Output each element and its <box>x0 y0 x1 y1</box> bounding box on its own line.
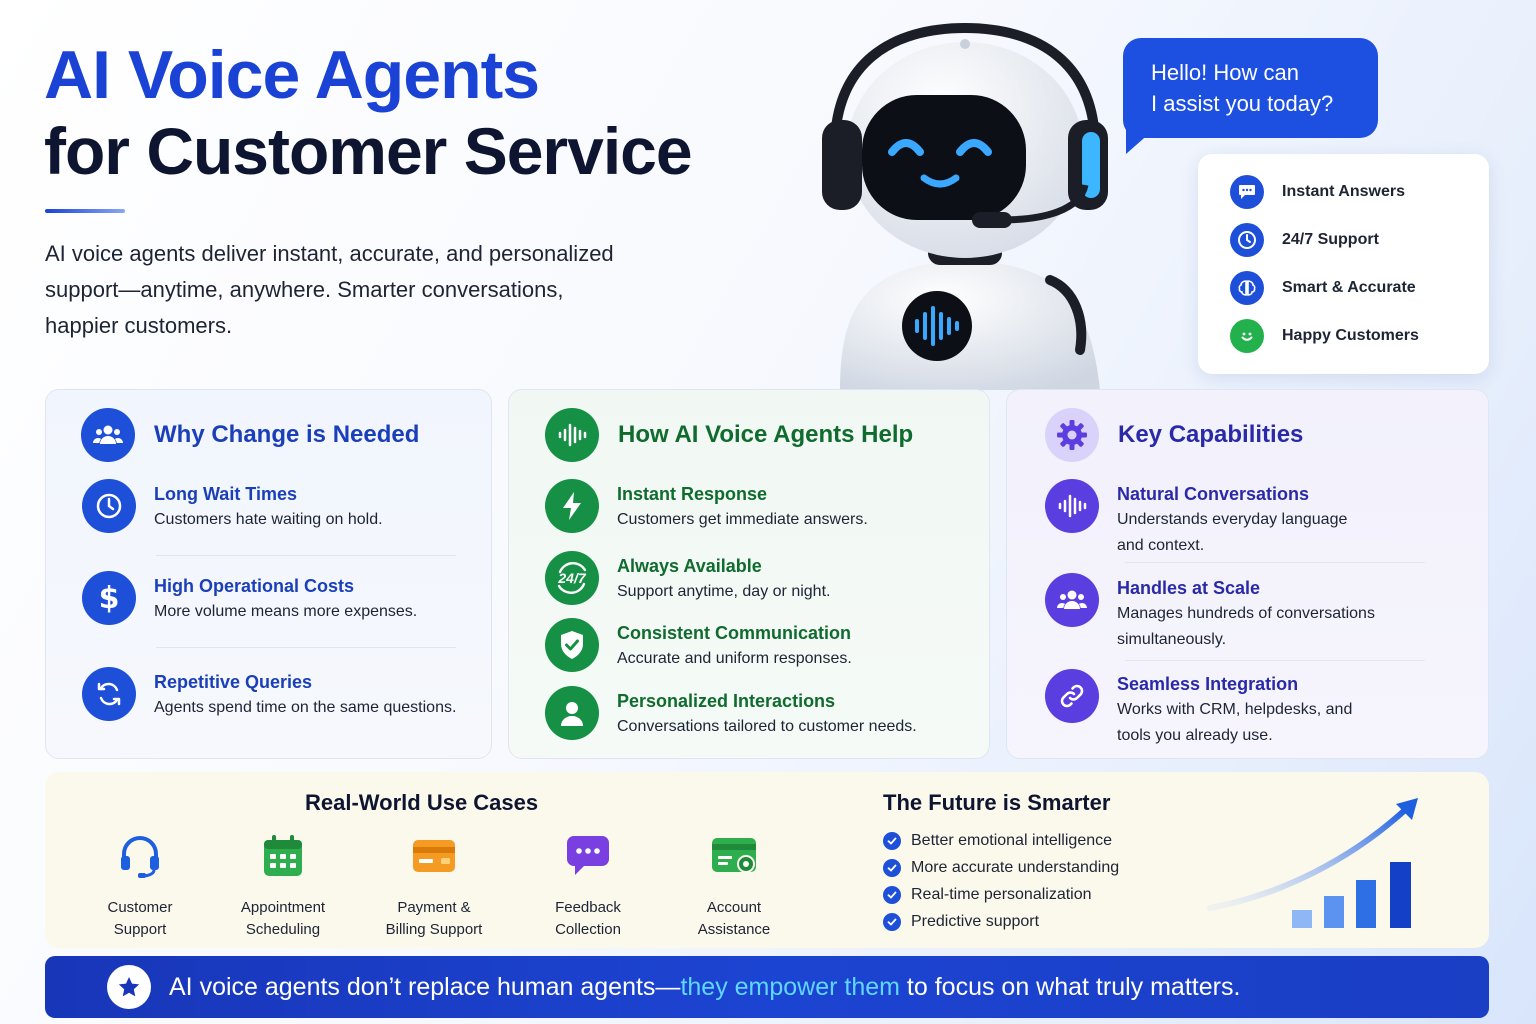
check-icon <box>883 859 901 877</box>
star-icon <box>107 965 151 1009</box>
caps-item-integration: Seamless Integration Works with CRM, hel… <box>1045 669 1352 749</box>
how-item-consistent: Consistent Communication Accurate and un… <box>545 618 852 672</box>
card-how-title: How AI Voice Agents Help <box>618 421 914 448</box>
use-case-account: Account Assistance <box>659 832 809 941</box>
headset-icon <box>121 836 159 878</box>
page-title-line1: AI Voice Agents <box>44 37 540 113</box>
feature-happy-customers: Happy Customers <box>1230 319 1419 353</box>
future-item: Real-time personalization <box>883 886 1092 904</box>
divider <box>156 555 456 556</box>
dollar-icon: $ <box>82 571 136 625</box>
caps-item-natural: Natural Conversations Understands everyd… <box>1045 479 1347 559</box>
feature-instant-answers: Instant Answers <box>1230 175 1405 209</box>
how-item-instant: Instant Response Customers get immediate… <box>545 479 868 533</box>
lightning-icon <box>545 479 599 533</box>
chat-dots-icon <box>567 836 609 875</box>
caps-item-scale: Handles at Scale Manages hundreds of con… <box>1045 573 1375 653</box>
features-card: Instant Answers 24/7 Support Smart & Acc… <box>1198 154 1489 374</box>
account-card-icon <box>712 838 756 873</box>
card-key-capabilities: Key Capabilities Natural Conversations U… <box>1006 389 1489 759</box>
use-case-appointment: Appointment Scheduling <box>208 832 358 941</box>
why-item-repetitive: Repetitive Queries Agents spend time on … <box>82 667 456 721</box>
divider <box>1125 660 1425 661</box>
users-icon <box>81 408 135 462</box>
247-icon: 24/7 <box>545 551 599 605</box>
brain-icon <box>1230 271 1264 305</box>
how-item-personalized: Personalized Interactions Conversations … <box>545 686 917 740</box>
user-icon <box>545 686 599 740</box>
check-icon <box>883 886 901 904</box>
use-case-customer-support: Customer Support <box>65 832 215 941</box>
future-item: Predictive support <box>883 913 1039 931</box>
card-how-help: How AI Voice Agents Help Instant Respons… <box>508 389 990 759</box>
intro-text: AI voice agents deliver instant, accurat… <box>45 241 614 338</box>
banner-message: AI voice agents don’t replace human agen… <box>169 972 1241 1001</box>
timer-icon <box>82 479 136 533</box>
card-why-header: Why Change is Needed <box>81 408 419 462</box>
use-case-feedback: Feedback Collection <box>513 832 663 941</box>
clock-icon <box>1230 223 1264 257</box>
card-why-title: Why Change is Needed <box>154 421 420 448</box>
robot-illustration <box>822 22 1108 390</box>
link-icon <box>1045 669 1099 723</box>
smiley-icon <box>1230 319 1264 353</box>
speech-bubble: Hello! How can I assist you today? <box>1123 38 1378 138</box>
growth-chart-icon <box>1207 798 1418 928</box>
why-item-long-wait: Long Wait Times Customers hate waiting o… <box>82 479 383 533</box>
credit-card-icon <box>413 840 455 872</box>
refresh-icon <box>82 667 136 721</box>
card-caps-title: Key Capabilities <box>1118 421 1304 448</box>
check-icon <box>883 913 901 931</box>
chat-bubble-icon <box>1230 175 1264 209</box>
feature-247-support: 24/7 Support <box>1230 223 1379 257</box>
card-how-header: How AI Voice Agents Help <box>545 408 913 462</box>
footer-banner: AI voice agents don’t replace human agen… <box>45 956 1489 1018</box>
soundwave-icon <box>545 408 599 462</box>
divider <box>1125 562 1425 563</box>
card-caps-header: Key Capabilities <box>1045 408 1303 462</box>
future-item: Better emotional intelligence <box>883 832 1112 850</box>
future-title: The Future is Smarter <box>883 790 1111 815</box>
use-case-payment: Payment & Billing Support <box>359 832 509 941</box>
card-why-change: Why Change is Needed Long Wait Times Cus… <box>45 389 492 759</box>
feature-smart-accurate: Smart & Accurate <box>1230 271 1416 305</box>
calendar-icon <box>264 835 302 876</box>
check-icon <box>883 832 901 850</box>
use-cases-title: Real-World Use Cases <box>305 790 539 815</box>
title-underline <box>45 209 125 213</box>
divider <box>156 647 456 648</box>
gear-icon <box>1045 408 1099 462</box>
users-icon <box>1045 573 1099 627</box>
soundwave-icon <box>1045 479 1099 533</box>
future-item: More accurate understanding <box>883 859 1119 877</box>
page-title-line2: for Customer Service <box>44 114 693 188</box>
why-item-high-costs: $ High Operational Costs More volume mea… <box>82 571 417 625</box>
how-item-always: 24/7 Always Available Support anytime, d… <box>545 551 830 605</box>
shield-check-icon <box>545 618 599 672</box>
